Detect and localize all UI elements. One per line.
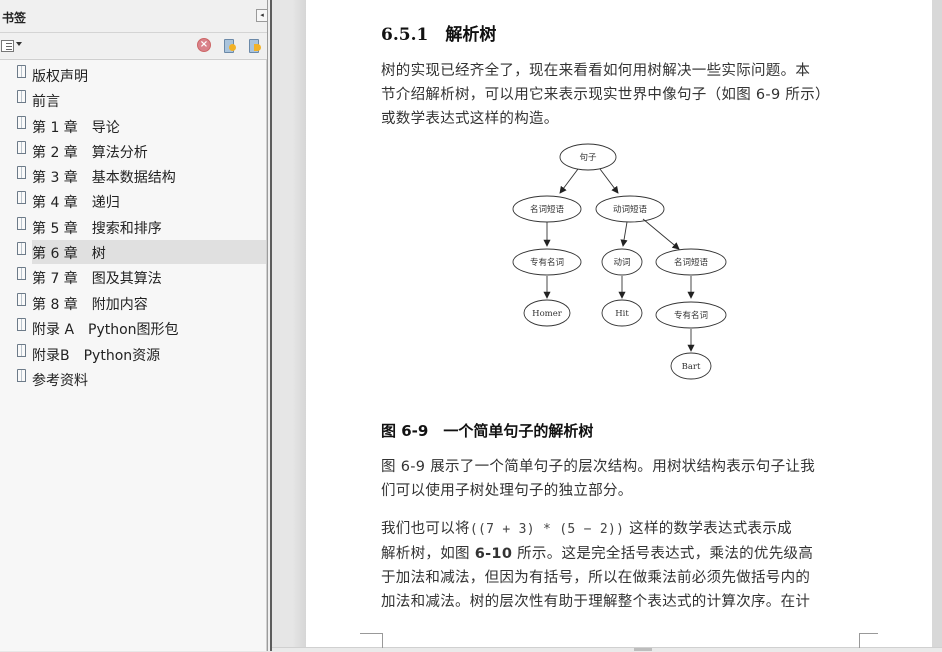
bookmark-icon (17, 242, 26, 255)
page-separator (272, 647, 942, 652)
bookmark-label: 第 2 章 算法分析 (32, 145, 148, 161)
bookmark-icon (17, 217, 26, 230)
bookmark-copyright[interactable]: 版权声明 (0, 63, 266, 87)
bookmark-icon (17, 116, 26, 129)
node-proper-noun: 专有名词 (530, 257, 564, 268)
text-line: 树的实现已经齐全了，现在来看看如何用树解决一些实际问题。本 (381, 63, 811, 79)
bookmark-label: 附录B Python资源 (32, 348, 161, 364)
text-line: 节介绍解析树，可以用它来表示现实世界中像句子（如图 6-9 所示） (381, 87, 830, 103)
text-line: 解析树，如图 6-10 所示。这是完全括号表达式，乘法的优先级高 (381, 542, 861, 566)
bookmark-label: 第 4 章 递归 (32, 195, 120, 211)
parse-tree-figure: 句子 名词短语 动词短语 专有名词 动词 名词短语 Homer Hit 专有名词… (512, 143, 727, 380)
bookmark-icon (17, 369, 26, 382)
delete-bookmark-icon: × (199, 39, 209, 50)
bookmark-label: 第 7 章 图及其算法 (32, 271, 162, 287)
node-proper-noun-2: 专有名词 (674, 310, 708, 321)
bookmark-label: 第 6 章 树 (32, 246, 106, 262)
bookmark-icon (17, 318, 26, 331)
bookmark-chapter-7[interactable]: 第 7 章 图及其算法 (0, 265, 266, 289)
bookmark-label: 第 5 章 搜索和排序 (32, 221, 162, 237)
text-segment: 这样的数学表达式表示成 (624, 521, 792, 537)
text-line: 于加法和减法，但因为有括号，所以在做乘法前必须先做括号内的 (381, 570, 811, 586)
figure-caption: 图 6-9 一个简单句子的解析树 (381, 422, 594, 440)
panel-splitter[interactable] (267, 0, 272, 651)
chevron-down-icon (16, 42, 22, 46)
node-noun-phrase-2: 名词短语 (674, 257, 709, 268)
bookmark-icon (17, 166, 26, 179)
bookmark-chapter-6[interactable]: 第 6 章 树 (0, 240, 266, 264)
text-segment: 解析树，如图 (381, 546, 475, 562)
pdf-page (306, 0, 932, 648)
bookmark-chapter-8[interactable]: 第 8 章 附加内容 (0, 291, 266, 315)
node-bart: Bart (682, 362, 701, 372)
text-line: 或数学表达式这样的构造。 (381, 111, 559, 127)
bookmark-chapter-5[interactable]: 第 5 章 搜索和排序 (0, 215, 266, 239)
bookmark-icon (17, 90, 26, 103)
bookmarks-panel: 书签 ◂ × 版权声明 前言 第 1 章 导论 第 2 章 算法分析 第 3 章… (0, 0, 268, 651)
section-heading: 6.5.1 解析树 (381, 25, 497, 45)
bookmark-chapter-2[interactable]: 第 2 章 算法分析 (0, 139, 266, 163)
node-hit: Hit (615, 309, 629, 319)
bookmark-icon (17, 191, 26, 204)
collapse-icon: ◂ (260, 11, 264, 19)
star-badge-icon (229, 44, 236, 51)
inline-code: ((7 + 3) * (5 − 2)) (469, 522, 625, 537)
node-verb-phrase: 动词短语 (613, 204, 648, 215)
node-verb: 动词 (613, 257, 630, 268)
bookmark-label: 参考资料 (32, 373, 88, 389)
expand-current-bookmark-button[interactable] (247, 38, 261, 53)
bookmark-preface[interactable]: 前言 (0, 88, 266, 112)
text-line: 们可以使用子树处理句子的独立部分。 (381, 483, 633, 499)
new-bookmark-button[interactable] (222, 38, 236, 53)
paragraph-figure-description: 图 6-9 展示了一个简单句子的层次结构。用树状结构表示句子让我 们可以使用子树… (381, 455, 861, 503)
bookmark-icon (17, 293, 26, 306)
bookmark-label: 前言 (32, 94, 60, 110)
bookmark-label: 附录 A Python图形包 (32, 322, 179, 338)
bookmark-label: 第 3 章 基本数据结构 (32, 170, 176, 186)
node-noun-phrase: 名词短语 (530, 204, 565, 215)
options-menu-icon (1, 40, 14, 52)
bookmark-chapter-4[interactable]: 第 4 章 递归 (0, 189, 266, 213)
page-right-margin (932, 0, 942, 648)
options-menu-button[interactable] (0, 39, 22, 53)
bookmark-label: 版权声明 (32, 69, 88, 85)
node-sentence: 句子 (579, 152, 597, 163)
bookmark-label: 第 1 章 导论 (32, 120, 120, 136)
arrow-badge-icon (254, 44, 261, 51)
bookmark-icon (17, 141, 26, 154)
selection-highlight (32, 240, 266, 264)
bookmark-icon (17, 65, 26, 78)
page-gutter (272, 0, 306, 648)
page-crop-mark-right (859, 633, 878, 648)
node-homer: Homer (532, 309, 563, 319)
bookmarks-toolbar: × (0, 33, 268, 58)
bookmarks-panel-header: 书签 ◂ (0, 0, 268, 33)
bookmark-label: 第 8 章 附加内容 (32, 297, 148, 313)
bookmark-icon (17, 344, 26, 357)
horizontal-scrollbar-thumb[interactable] (634, 648, 652, 651)
bookmark-references[interactable]: 参考资料 (0, 367, 266, 391)
page-crop-mark-left (360, 633, 383, 648)
text-segment: 我们也可以将 (381, 521, 470, 537)
bookmark-chapter-1[interactable]: 第 1 章 导论 (0, 114, 266, 138)
bookmark-appendix-a[interactable]: 附录 A Python图形包 (0, 316, 266, 340)
bookmark-chapter-3[interactable]: 第 3 章 基本数据结构 (0, 164, 266, 188)
text-line: 我们也可以将((7 + 3) * (5 − 2)) 这样的数学表达式表示成 (381, 517, 861, 542)
paragraph-intro: 树的实现已经齐全了，现在来看看如何用树解决一些实际问题。本 节介绍解析树，可以用… (381, 59, 861, 131)
bookmarks-panel-title: 书签 (2, 11, 27, 25)
text-line: 加法和减法。树的层次性有助于理解整个表达式的计算次序。在计 (381, 594, 811, 610)
bookmark-appendix-b[interactable]: 附录B Python资源 (0, 342, 266, 366)
figure-reference: 6-10 (474, 546, 513, 562)
text-line: 图 6-9 展示了一个简单句子的层次结构。用树状结构表示句子让我 (381, 459, 815, 475)
bookmarks-tree[interactable]: 版权声明 前言 第 1 章 导论 第 2 章 算法分析 第 3 章 基本数据结构… (0, 59, 267, 651)
paragraph-expression: 我们也可以将((7 + 3) * (5 − 2)) 这样的数学表达式表示成 解析… (381, 517, 861, 614)
delete-bookmark-button[interactable]: × (197, 38, 211, 52)
bookmark-icon (17, 267, 26, 280)
text-segment: 所示。这是完全括号表达式，乘法的优先级高 (512, 546, 814, 562)
